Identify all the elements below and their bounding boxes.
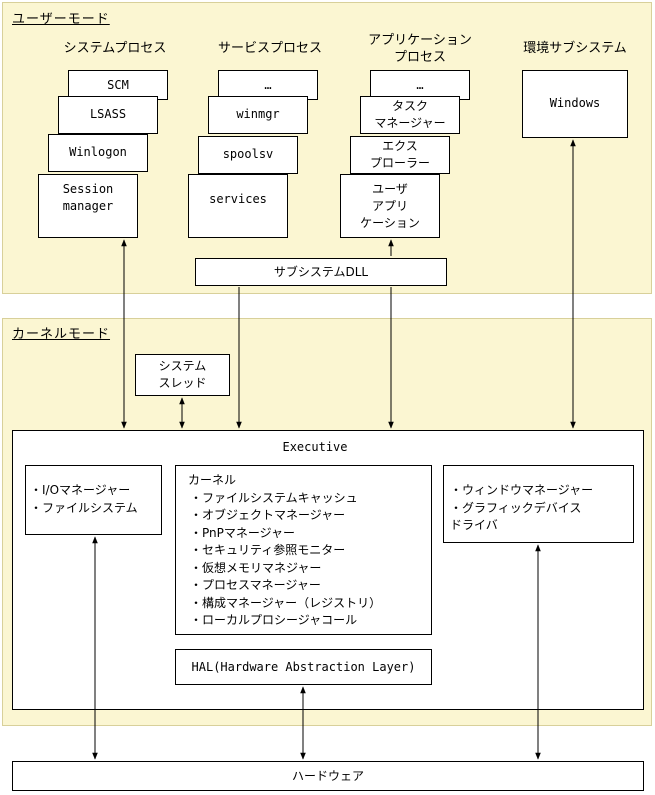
app-ellipsis-box: … [370,70,470,100]
kernel-item: PnPマネージャー [190,525,431,543]
window-manager-box: ウィンドウマネージャー グラフィックデバイス ドライバ [443,465,634,543]
kernel-item: プロセスマネージャー [190,577,431,595]
services-box: services [188,174,288,238]
kernel-item: ファイルシステムキャッシュ [190,490,431,508]
environment-subsystem-title: 環境サブシステム [523,41,627,56]
windows-subsystem-box: Windows [522,70,628,138]
winlogon-box: Winlogon [48,134,148,172]
kernel-item: 仮想メモリマネジャー [190,560,431,578]
kernel-item: セキュリティ参照モニター [190,542,431,560]
kernel-box: カーネル ファイルシステムキャッシュ オブジェクトマネージャー PnPマネージャ… [175,465,432,635]
kernel-item: 構成マネージャー（レジストリ） [190,595,431,613]
explorer-box: エクス プローラー [350,136,450,174]
system-processes-title: システムプロセス [63,41,167,56]
application-processes-title: アプリケーション プロセス [368,33,472,65]
winmgr-box: winmgr [208,96,308,134]
service-processes-title: サービスプロセス [217,41,322,56]
graphic-driver-item: グラフィックデバイス ドライバ [450,500,633,535]
executive-title: Executive [282,440,348,454]
session-manager-box: Session manager [38,174,138,238]
kernel-mode-label: カーネルモード [12,327,111,342]
service-ellipsis-box: … [218,70,318,100]
kernel-title: カーネル [188,473,237,487]
user-mode-label: ユーザーモード [12,12,110,27]
subsystem-dll-box: サブシステムDLL [195,258,447,286]
lsass-box: LSASS [58,96,158,134]
file-system-item: ファイルシステム [30,500,161,518]
task-manager-box: タスク マネージャー [360,96,460,134]
user-application-box: ユーザ アプリ ケーション [340,174,440,238]
hardware-box: ハードウェア [12,761,644,791]
kernel-item: オブジェクトマネージャー [190,507,431,525]
io-manager-item: I/Oマネージャー [30,482,161,500]
hal-box: HAL(Hardware Abstraction Layer) [175,649,432,685]
system-threads-box: システム スレッド [135,354,230,396]
io-manager-box: I/Oマネージャー ファイルシステム [25,465,162,535]
window-manager-item: ウィンドウマネージャー [450,482,633,500]
spoolsv-box: spoolsv [198,136,298,174]
kernel-item: ローカルプロシージャコール [190,612,431,630]
